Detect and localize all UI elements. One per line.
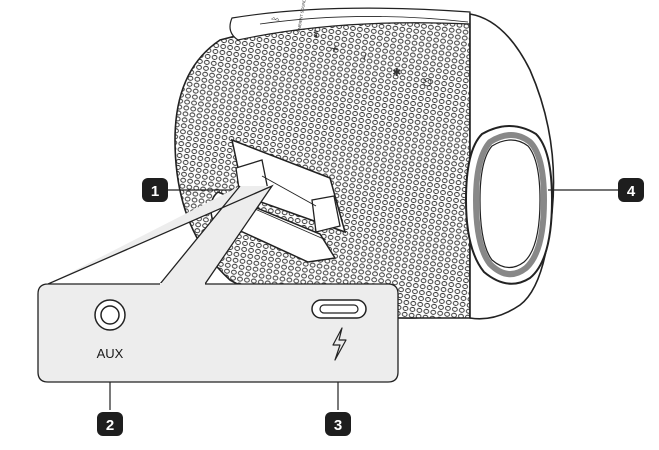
callout-badge-3: 3 (325, 412, 351, 436)
aux-jack-icon (94, 299, 126, 331)
lightning-icon (332, 327, 347, 361)
callout-number-2: 2 (106, 417, 114, 434)
callout-number-4: 4 (627, 183, 636, 200)
play-button-icon[interactable]: ⏯ (310, 29, 322, 39)
callout-badge-4: 4 (618, 178, 644, 202)
speaker-body: ᛒ AMBIENT SOUND ⏯ + − ✱ ⏻ (174, 0, 555, 320)
port-detail-panel: AUX (37, 184, 399, 383)
bluetooth-button-icon[interactable]: ᛒ (270, 15, 281, 22)
callout-badge-1: 1 (142, 178, 168, 202)
callout-number-1: 1 (151, 183, 159, 200)
aux-label: AUX (97, 346, 124, 361)
usb-c-port-icon (311, 299, 367, 319)
speaker-mesh-grille (174, 14, 471, 319)
callout-badge-2: 2 (97, 412, 123, 436)
volume-up-button-icon[interactable]: + (325, 43, 343, 55)
speaker-top-strip (229, 7, 471, 41)
ambient-fine-print: AMBIENT SOUND (296, 0, 307, 32)
callout-number-3: 3 (334, 417, 342, 434)
